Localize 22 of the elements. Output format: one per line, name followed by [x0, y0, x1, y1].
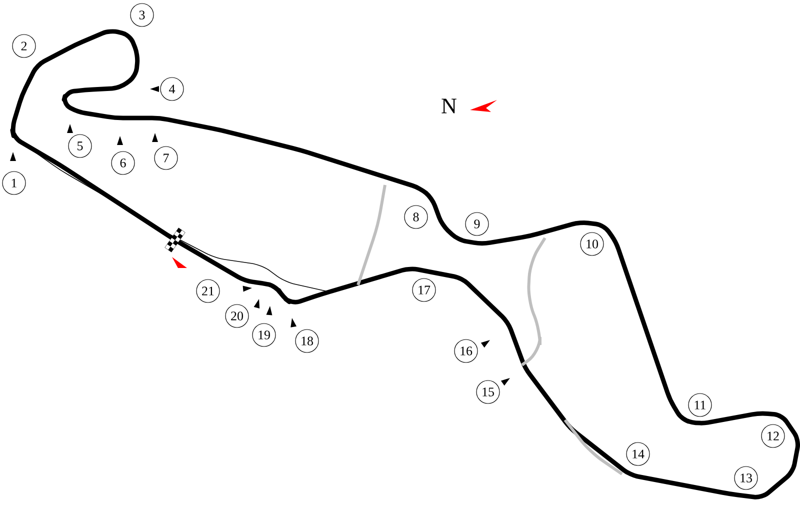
corner-number: 8: [404, 205, 428, 229]
corner-number: 2: [12, 34, 36, 58]
corner-number: 19: [252, 323, 276, 347]
corner-number: 13: [734, 466, 758, 490]
corner-number: 6: [111, 151, 135, 175]
corner-number: 16: [454, 339, 478, 363]
corner-number: 20: [225, 304, 249, 328]
corner-number: 17: [412, 278, 436, 302]
corner-number: 5: [68, 134, 92, 158]
corner-number: 14: [626, 442, 650, 466]
corner-number: 4: [160, 77, 184, 101]
corner-number: 10: [580, 232, 604, 256]
corner-number: 21: [196, 279, 220, 303]
north-label: N: [442, 98, 456, 114]
corner-number: 15: [476, 380, 500, 404]
corner-number: 12: [761, 424, 785, 448]
corner-number: 18: [295, 329, 319, 353]
corner-number: 3: [130, 3, 154, 27]
corner-number: 9: [465, 212, 489, 236]
corner-number: 1: [2, 171, 26, 195]
corner-number: 7: [154, 146, 178, 170]
corner-number: 11: [688, 393, 712, 417]
